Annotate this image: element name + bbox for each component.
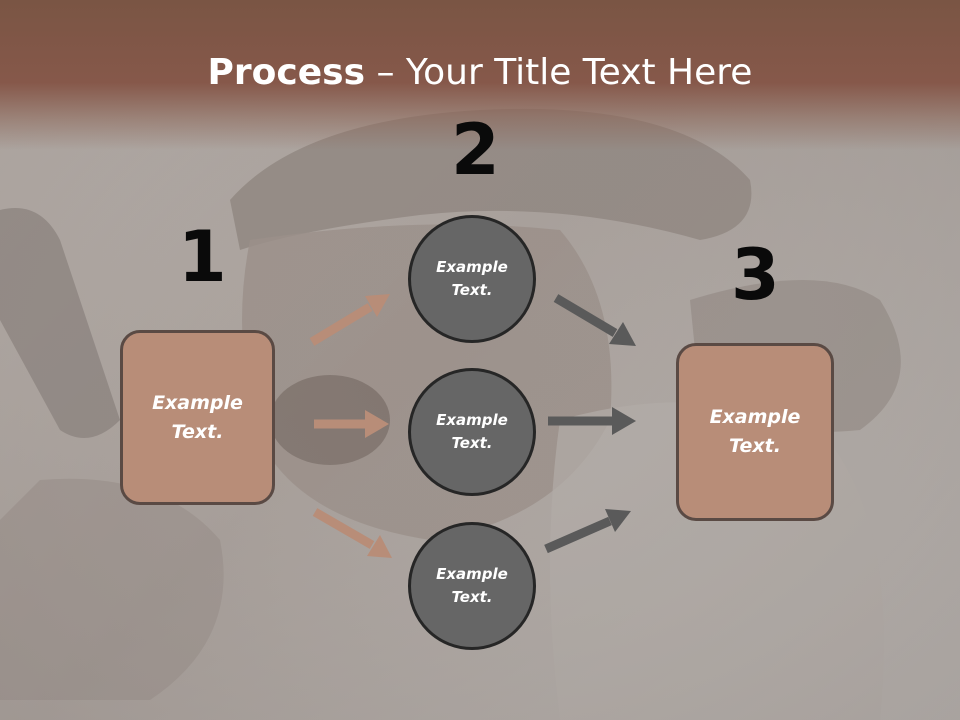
arrow-left-up xyxy=(309,294,390,346)
arrow-right-up xyxy=(544,509,631,554)
arrow-right-middle xyxy=(548,407,636,435)
circle-bottom: Example Text. xyxy=(408,522,536,650)
circle-middle: Example Text. xyxy=(408,368,536,496)
circle-bottom-text: Example Text. xyxy=(436,565,508,606)
circle-top: Example Text. xyxy=(408,215,536,343)
title-rest: – Your Title Text Here xyxy=(365,52,753,93)
step-number-3: 3 xyxy=(731,234,780,316)
left-box-text: Example Text. xyxy=(152,391,243,443)
arrow-left-middle xyxy=(314,410,389,438)
circle-top-text: Example Text. xyxy=(436,258,508,299)
circle-middle-text: Example Text. xyxy=(436,411,508,452)
step-number-1: 1 xyxy=(178,216,227,298)
left-step-box: Example Text. xyxy=(120,330,275,505)
title-bold: Process xyxy=(207,52,366,93)
arrow-left-down xyxy=(312,508,392,558)
arrows-left xyxy=(309,294,392,558)
right-box-text: Example Text. xyxy=(709,406,801,457)
step-number-2: 2 xyxy=(451,109,500,191)
slide-title: Process – Your Title Text Here xyxy=(0,52,960,93)
arrow-right-down xyxy=(553,294,636,346)
right-step-box: Example Text. xyxy=(676,343,834,521)
title-band xyxy=(0,0,960,150)
arrows-right xyxy=(544,294,636,554)
